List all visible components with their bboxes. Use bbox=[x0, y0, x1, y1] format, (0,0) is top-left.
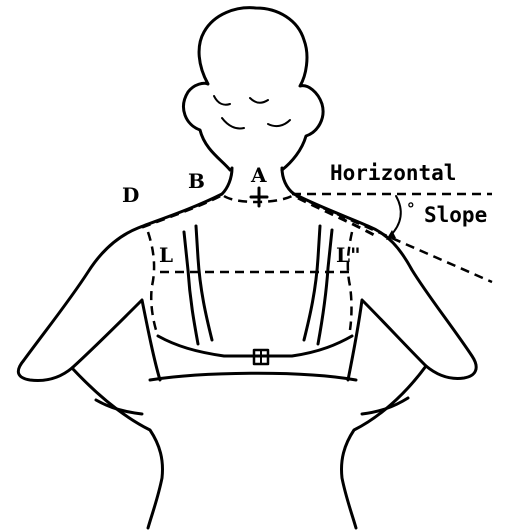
point-l-left-label: L bbox=[159, 243, 173, 267]
slope-label: Slope bbox=[424, 203, 487, 227]
head-outline bbox=[184, 8, 324, 170]
point-a-marker bbox=[251, 188, 267, 206]
point-d-label: D bbox=[122, 183, 139, 207]
horizontal-label: Horizontal bbox=[330, 161, 456, 185]
point-b-label: B bbox=[188, 169, 205, 193]
slope-angle-arc bbox=[386, 196, 401, 240]
point-l-right-label: L" bbox=[336, 243, 360, 267]
degree-mark: ° bbox=[406, 199, 416, 218]
bra-outline bbox=[150, 226, 356, 380]
point-a-label: A bbox=[250, 163, 267, 187]
